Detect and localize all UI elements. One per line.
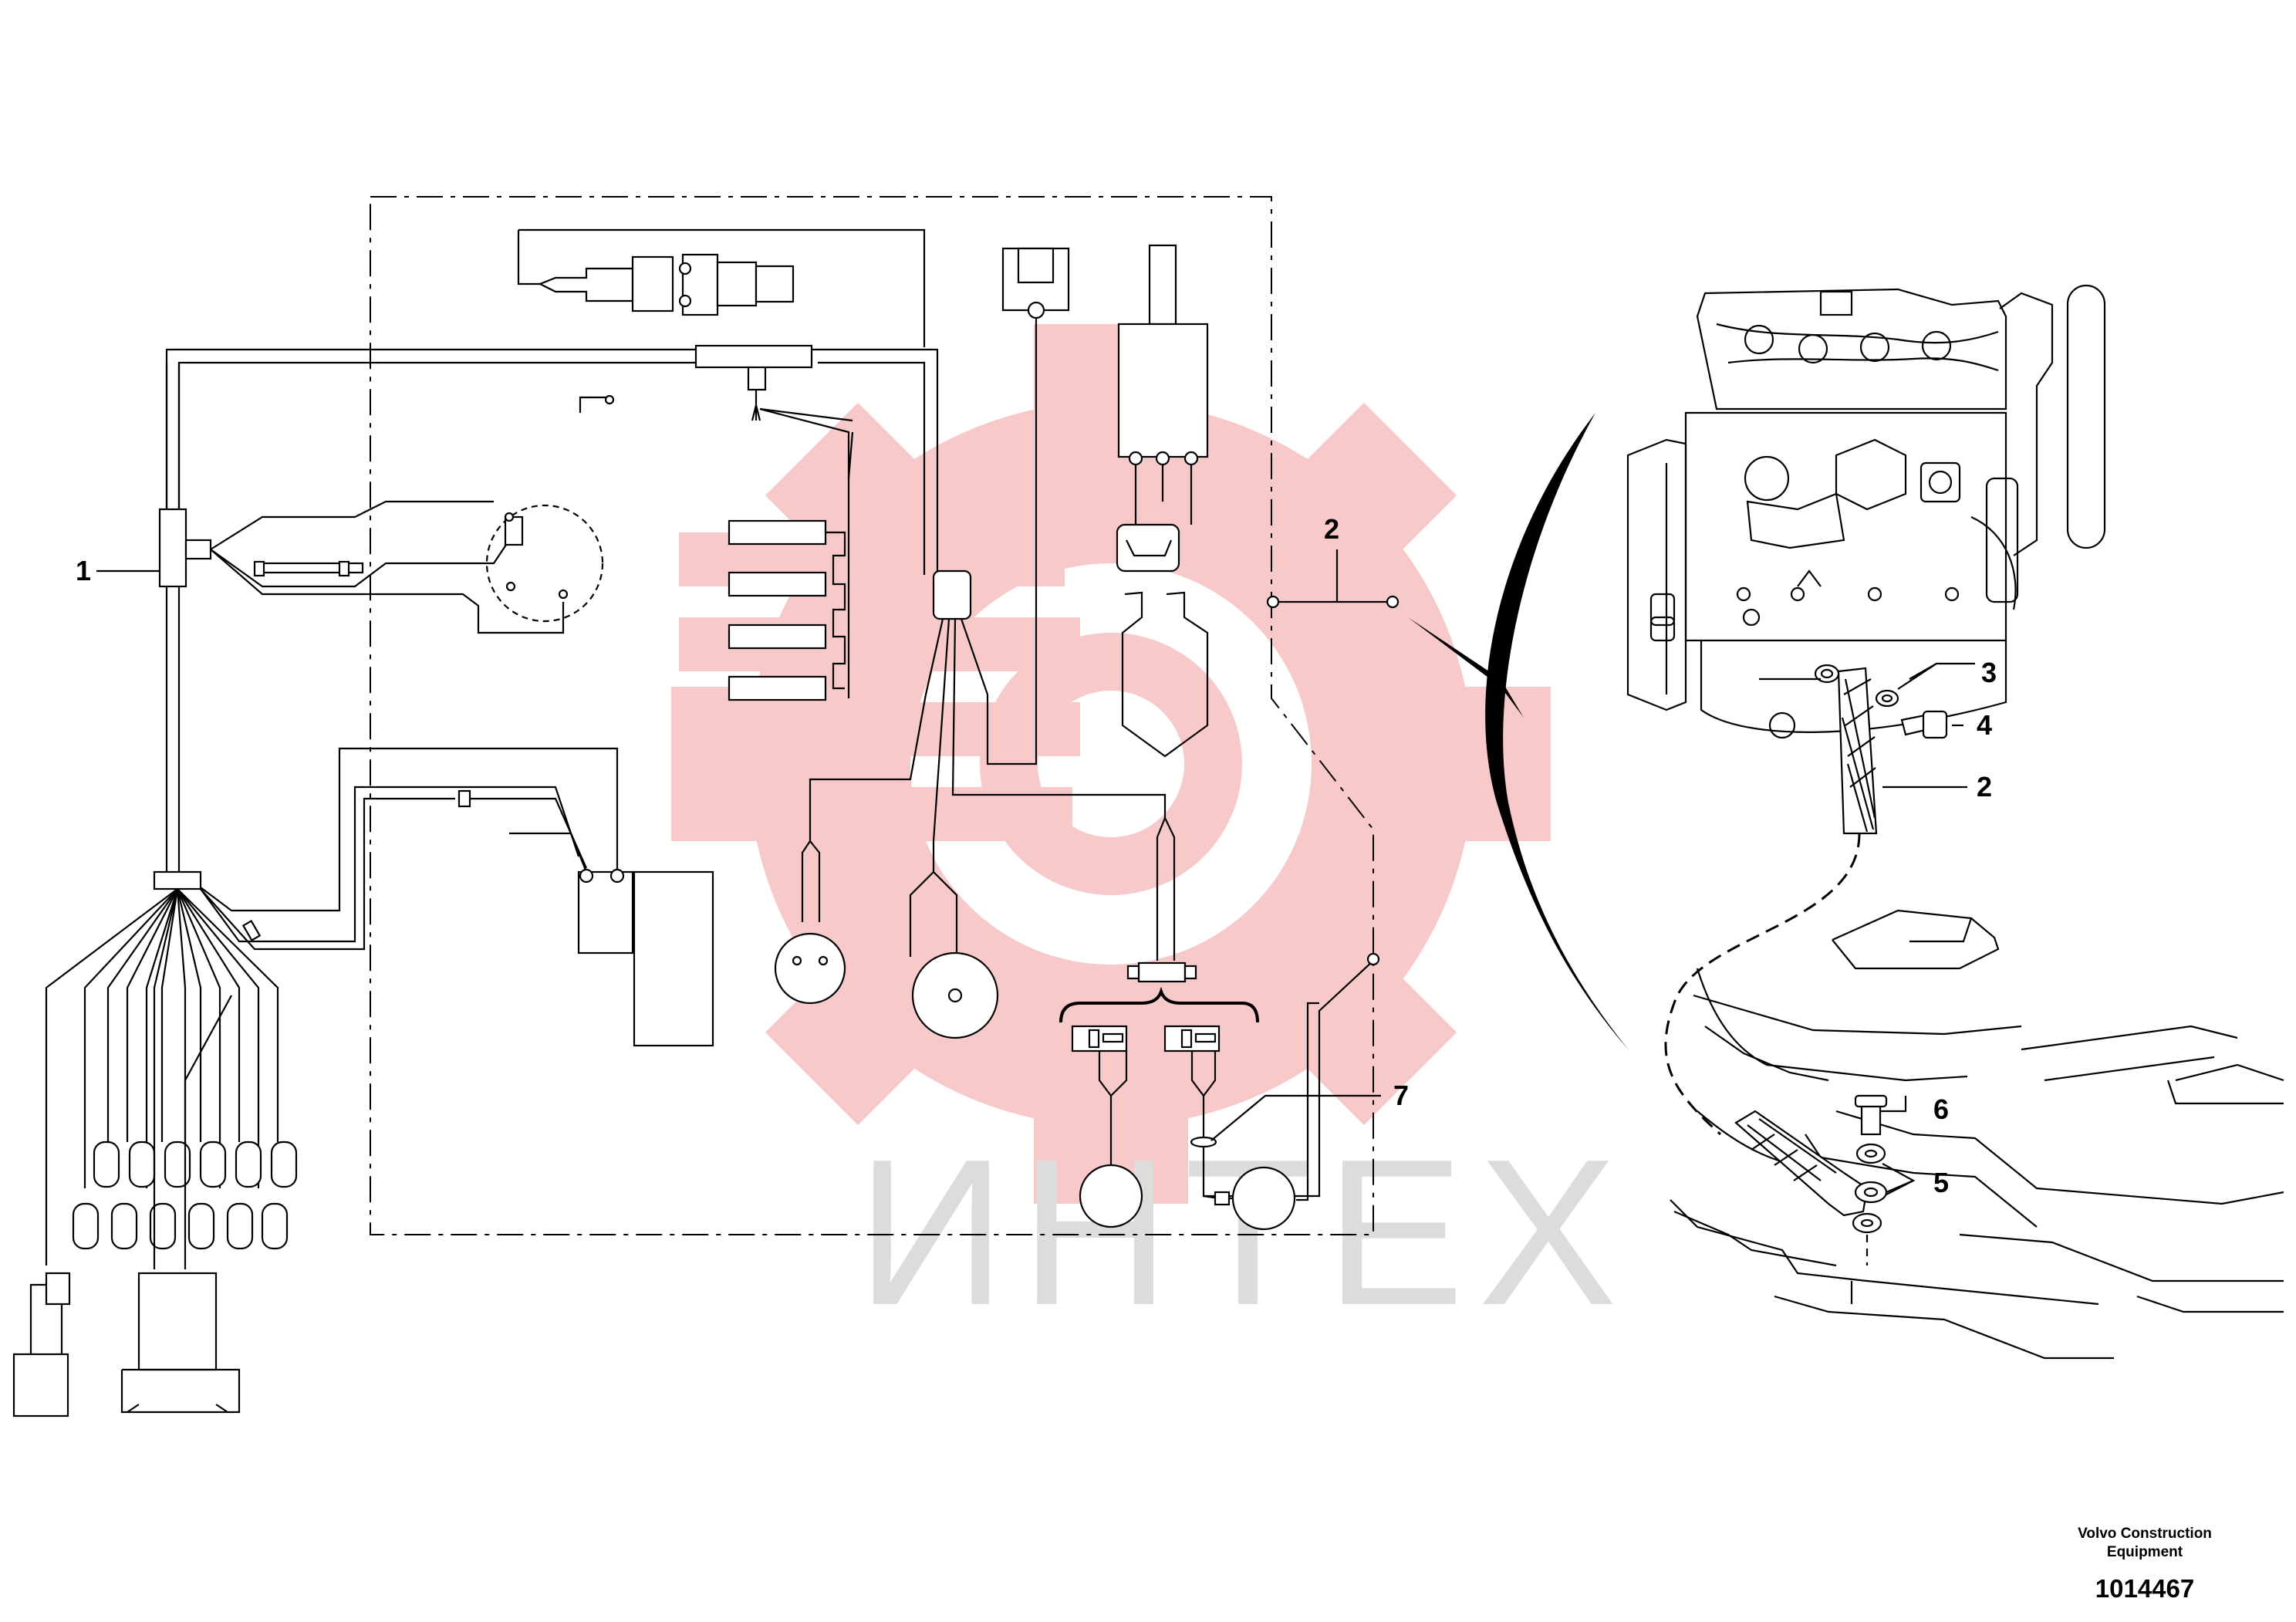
callout-1: 1 xyxy=(76,555,91,586)
watermark-text: ИНТЕХ xyxy=(856,1117,1631,1349)
frame-illustration xyxy=(1670,909,2284,1360)
callout-7: 7 xyxy=(1393,1080,1409,1111)
ground-strap-hardware xyxy=(1664,662,1975,1136)
leader-2-diagram xyxy=(1273,549,1393,603)
callout-4: 4 xyxy=(1977,709,1992,741)
wire-bundle xyxy=(12,888,298,1418)
ground-connectors xyxy=(1059,952,1381,1231)
engine-illustration xyxy=(1626,284,2106,739)
main-harness xyxy=(153,344,939,890)
machine-boundary xyxy=(370,196,1374,1235)
watermark-gear-logo xyxy=(671,324,1551,1204)
detail-crescent xyxy=(1485,413,1629,1051)
drawing-number: 1014467 xyxy=(2095,1574,2195,1603)
top-components xyxy=(517,228,1209,1039)
callout-2-engine: 2 xyxy=(1977,771,1992,803)
callout-3: 3 xyxy=(1981,657,1997,688)
callout-6: 6 xyxy=(1933,1093,1949,1125)
callout-5: 5 xyxy=(1933,1167,1949,1198)
callout-2-diagram: 2 xyxy=(1324,513,1339,545)
company-credit: Volvo Construction Equipment xyxy=(2078,1526,2212,1560)
relay-branch xyxy=(200,747,714,1047)
